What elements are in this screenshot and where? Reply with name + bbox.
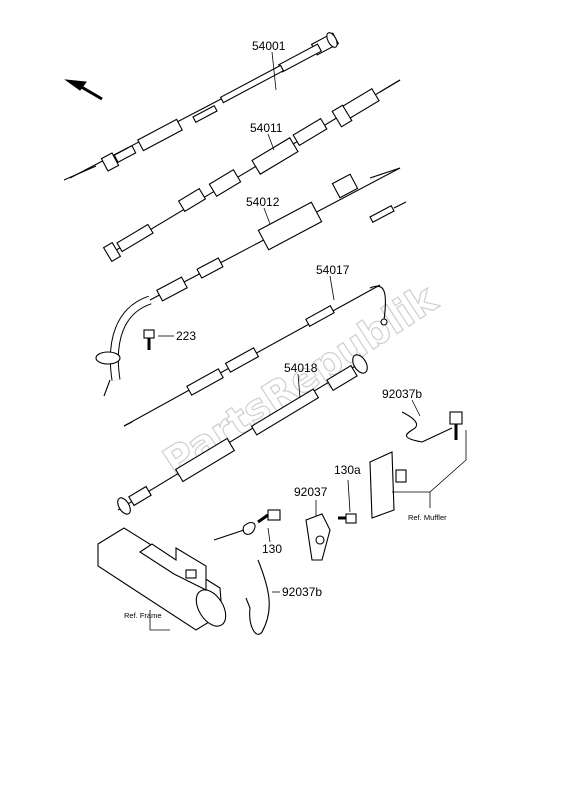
- cable-54011[interactable]: [102, 79, 401, 263]
- label-92037b-bottom: 92037b: [282, 585, 322, 599]
- wire-clip[interactable]: [213, 521, 256, 541]
- bolt-130a[interactable]: [338, 513, 357, 524]
- cable-54001[interactable]: [63, 31, 340, 181]
- label-130a: 130a: [334, 463, 361, 477]
- cable-54017[interactable]: [123, 284, 388, 427]
- muffler-bracket[interactable]: [369, 411, 463, 519]
- label-ref-muffler: Ref. Muffler: [408, 513, 447, 522]
- arrow-up-left-icon: [64, 79, 103, 101]
- label-92037b-top: 92037b: [382, 387, 422, 401]
- label-130: 130: [262, 542, 282, 556]
- clamp-92037[interactable]: [305, 513, 331, 561]
- cable-54018[interactable]: [115, 352, 370, 516]
- cable-54012[interactable]: [95, 167, 407, 397]
- label-54017: 54017: [316, 263, 350, 277]
- clamp-92037b-bottom[interactable]: [245, 559, 270, 635]
- frame-section[interactable]: [97, 527, 232, 631]
- label-92037: 92037: [294, 485, 328, 499]
- label-54011: 54011: [250, 121, 283, 135]
- label-ref-frame: Ref. Frame: [124, 611, 162, 620]
- label-223: 223: [176, 329, 196, 343]
- label-54012: 54012: [246, 195, 280, 209]
- label-54018: 54018: [284, 361, 318, 375]
- bolt-223[interactable]: [143, 329, 155, 350]
- label-54001: 54001: [252, 39, 286, 53]
- clamp-92037b-top[interactable]: [401, 411, 453, 443]
- bolt-130[interactable]: [257, 509, 281, 524]
